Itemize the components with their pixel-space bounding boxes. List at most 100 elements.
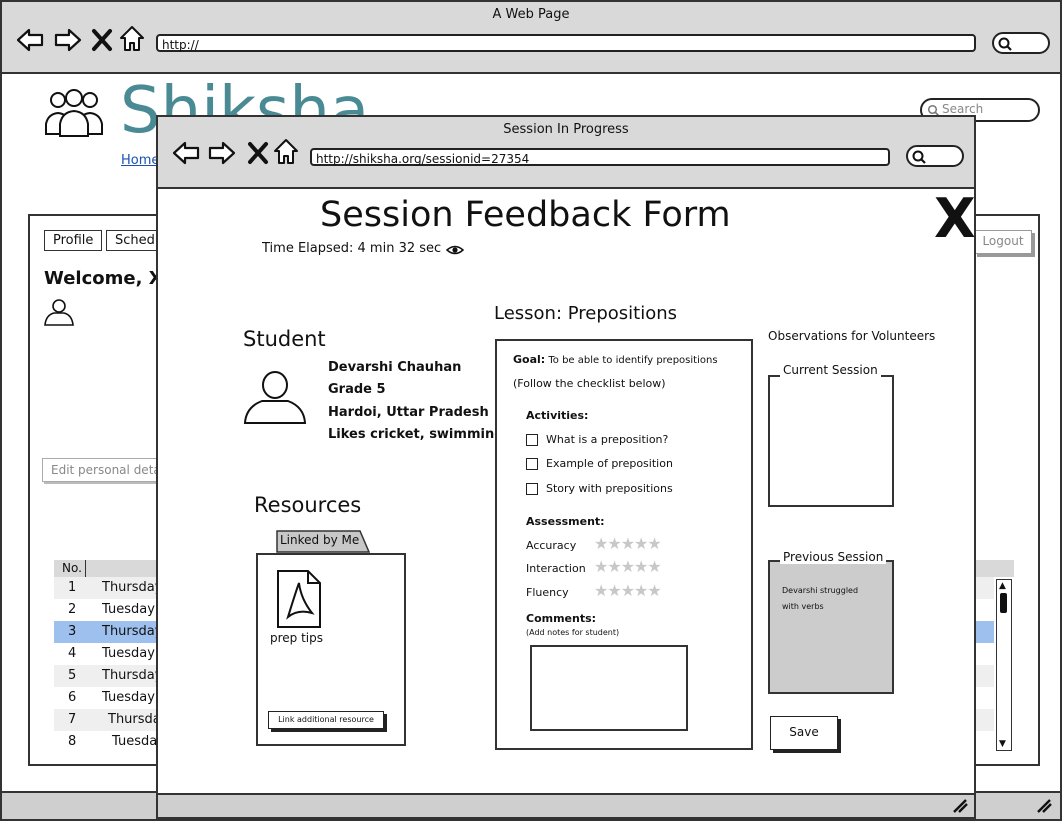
home-icon[interactable]	[118, 24, 146, 52]
forward-arrow-icon[interactable]	[54, 26, 82, 54]
comments-label: Comments:	[526, 612, 597, 625]
table-cell-no: 6	[68, 690, 77, 705]
table-cell-day: Tuesday 1	[102, 602, 168, 617]
scroll-up-icon[interactable]: ▲	[999, 581, 1006, 591]
form-title: Session Feedback Form	[320, 195, 731, 235]
activity-label-1: What is a preposition?	[546, 433, 669, 446]
goal-text: To be able to identify prepositions	[548, 355, 718, 366]
activity-label-2: Example of preposition	[546, 457, 673, 470]
nav-home-link[interactable]: Home	[121, 153, 160, 168]
comments-textarea[interactable]	[530, 645, 688, 731]
comments-hint: (Add notes for student)	[526, 628, 620, 637]
back-arrow-icon[interactable]	[172, 139, 200, 167]
goal-label: Goal:	[513, 353, 546, 366]
resource-file-name[interactable]: prep tips	[270, 631, 324, 645]
session-url-bar[interactable]: http://shiksha.org/sessionid=27354	[310, 148, 890, 166]
student-name: Devarshi Chauhan	[328, 360, 462, 375]
lesson-heading: Lesson: Prepositions	[494, 303, 678, 324]
resources-tab-linked-by-me[interactable]: Linked by Me	[276, 529, 370, 553]
previous-session-line-2: with verbs	[782, 602, 824, 611]
table-cell-no: 5	[68, 668, 77, 683]
pdf-file-icon[interactable]	[276, 569, 322, 629]
table-scrollbar[interactable]: ▲ ▼	[996, 579, 1012, 751]
resources-heading: Resources	[254, 493, 362, 517]
table-cell-day: Thursday	[102, 624, 163, 639]
student-interests: Likes cricket, swimming	[328, 427, 504, 442]
previous-session-label: Previous Session	[780, 550, 887, 564]
assessment-fluency-label: Fluency	[526, 586, 569, 599]
welcome-heading: Welcome, XY	[44, 268, 176, 289]
back-arrow-icon[interactable]	[16, 26, 44, 54]
back-url-bar[interactable]: http://	[156, 34, 976, 52]
student-heading: Student	[243, 327, 326, 351]
scroll-thumb[interactable]	[1000, 593, 1007, 613]
logout-button[interactable]: Logout	[974, 230, 1032, 254]
back-window-titlebar: A Web Page http://	[2, 2, 1060, 74]
activity-checkbox-1[interactable]	[526, 434, 538, 446]
accuracy-stars[interactable]: ★★★★★	[594, 534, 662, 553]
tab-profile[interactable]: Profile	[44, 230, 103, 251]
person-icon	[243, 371, 307, 424]
back-window-title: A Web Page	[492, 7, 570, 22]
close-icon[interactable]: X	[934, 187, 976, 250]
table-cell-day: Tuesday 3	[102, 690, 168, 705]
current-session-panel	[768, 375, 894, 507]
site-search-placeholder: Search	[942, 102, 984, 116]
interaction-stars[interactable]: ★★★★★	[594, 557, 662, 576]
save-button[interactable]: Save	[770, 716, 838, 750]
student-location: Hardoi, Uttar Pradesh	[328, 405, 489, 420]
forward-arrow-icon[interactable]	[208, 139, 236, 167]
resources-panel: prep tips Link additional resource	[256, 553, 406, 746]
search-icon	[912, 150, 926, 164]
goal-line: Goal: To be able to identify preposition…	[513, 353, 718, 366]
resize-grip-icon[interactable]	[1036, 799, 1052, 813]
fluency-star-rating[interactable]: ★★★★★	[594, 581, 662, 600]
stop-x-icon[interactable]	[246, 139, 270, 167]
activity-checkbox-2[interactable]	[526, 458, 538, 470]
current-session-label: Current Session	[780, 363, 881, 377]
previous-session-line-1: Devarshi struggled	[782, 586, 859, 595]
session-window-titlebar: Session In Progress http://shiksha.org/s…	[158, 117, 974, 189]
link-resource-label: Link additional resource	[278, 715, 374, 724]
student-grade: Grade 5	[328, 382, 386, 397]
current-session-notes[interactable]	[776, 385, 886, 495]
assessment-accuracy-label: Accuracy	[526, 539, 577, 552]
search-icon	[998, 37, 1012, 51]
table-cell-no: 8	[68, 734, 77, 749]
table-header-no: No.	[62, 561, 82, 575]
back-browser-search[interactable]	[992, 32, 1050, 54]
logout-label: Logout	[982, 234, 1024, 248]
users-group-icon	[45, 89, 103, 137]
session-browser-search[interactable]	[906, 145, 964, 167]
table-cell-no: 2	[68, 602, 77, 617]
fluency-stars[interactable]: ★★★★★	[594, 581, 662, 600]
link-resource-button[interactable]: Link additional resource	[268, 711, 384, 729]
interaction-star-rating[interactable]: ★★★★★	[594, 557, 662, 576]
previous-session-panel	[768, 560, 894, 694]
stop-x-icon[interactable]	[90, 26, 114, 54]
session-browser-window: Session In Progress http://shiksha.org/s…	[156, 115, 976, 819]
scroll-down-icon[interactable]: ▼	[999, 739, 1006, 749]
table-cell-day: Thursday	[102, 580, 163, 595]
lesson-panel: Goal: To be able to identify preposition…	[495, 339, 753, 750]
activity-label-3: Story with prepositions	[546, 482, 673, 495]
home-icon[interactable]	[272, 137, 300, 165]
table-cell-day: Thursday	[102, 668, 163, 683]
accuracy-star-rating[interactable]: ★★★★★	[594, 534, 662, 553]
activity-checkbox-3[interactable]	[526, 483, 538, 495]
session-window-title: Session In Progress	[503, 122, 629, 137]
resources-tab-label: Linked by Me	[280, 533, 360, 547]
edit-personal-label: Edit personal deta	[51, 463, 161, 477]
table-cell-no: 4	[68, 646, 77, 661]
table-cell-no: 3	[68, 624, 77, 639]
edit-personal-button[interactable]: Edit personal deta	[42, 458, 172, 482]
eye-icon[interactable]	[446, 244, 464, 256]
table-cell-day: Tuesday	[112, 734, 165, 749]
time-elapsed: Time Elapsed: 4 min 32 sec	[262, 241, 442, 256]
assessment-label: Assessment:	[526, 515, 605, 528]
resize-grip-icon[interactable]	[952, 799, 968, 813]
assessment-interaction-label: Interaction	[526, 562, 586, 575]
activities-label: Activities:	[526, 409, 589, 422]
goal-note: (Follow the checklist below)	[513, 377, 666, 390]
save-label: Save	[789, 725, 819, 739]
